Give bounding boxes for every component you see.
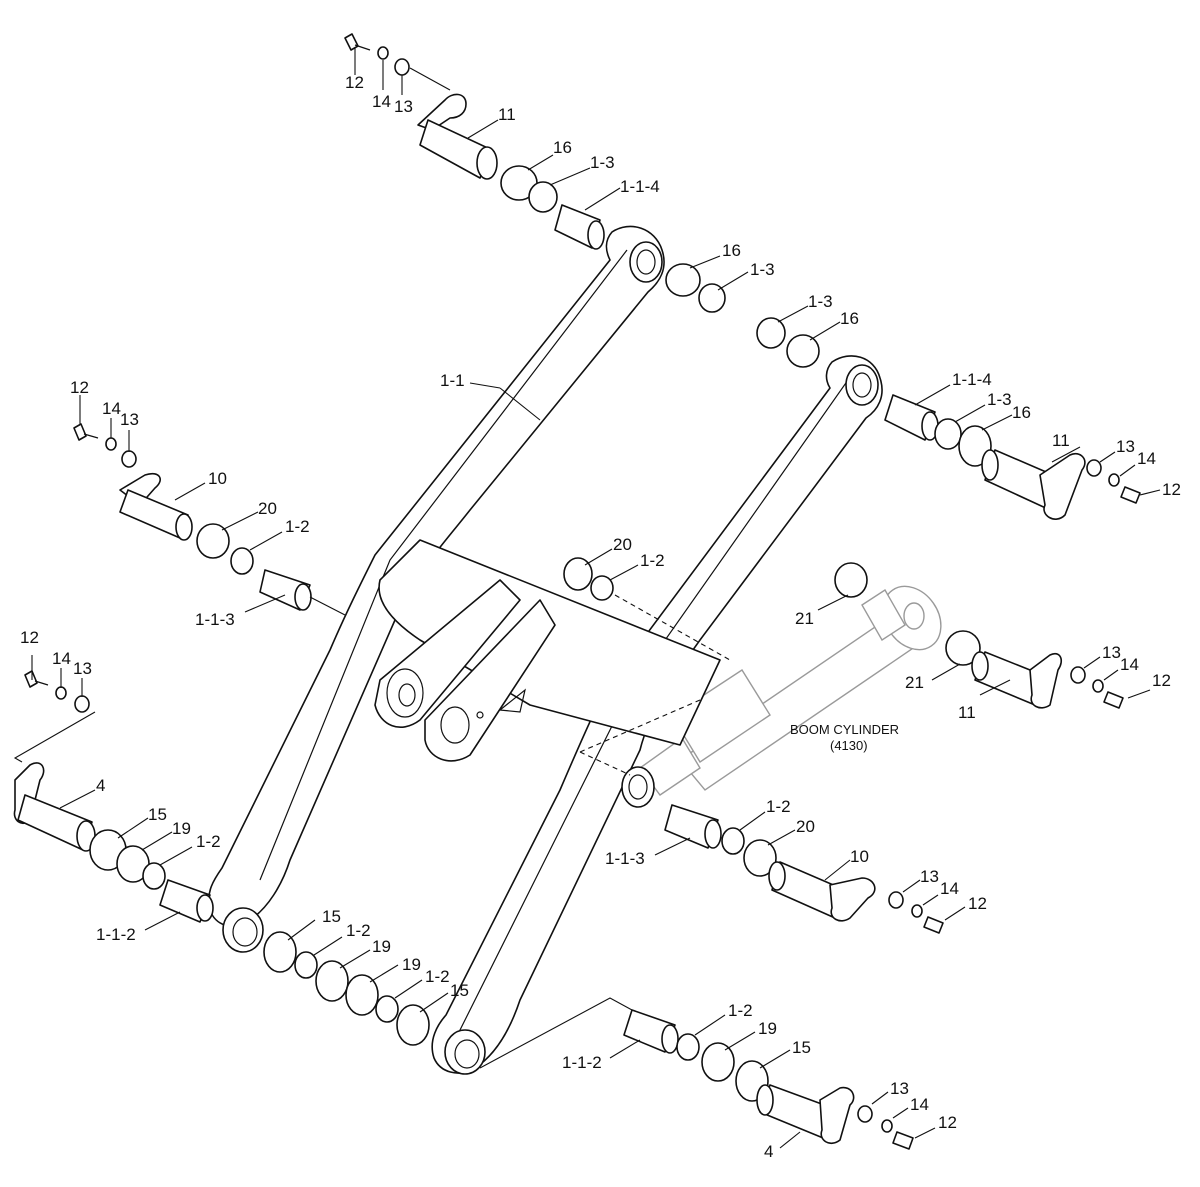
label-11: 11 — [958, 703, 976, 722]
label-1-1-3: 1-1-3 — [605, 849, 645, 868]
pin-group-left-10 — [73, 423, 312, 611]
note-boom-cylinder: BOOM CYLINDER — [790, 722, 899, 737]
label-20: 20 — [258, 499, 277, 518]
label-20: 20 — [796, 817, 815, 836]
label-11: 11 — [498, 105, 516, 124]
label-1-2: 1-2 — [425, 967, 450, 986]
label-13: 13 — [890, 1079, 909, 1098]
label-19: 19 — [172, 819, 191, 838]
label-14: 14 — [52, 649, 71, 668]
label-13: 13 — [394, 97, 413, 116]
label-4: 4 — [96, 776, 105, 795]
label-13: 13 — [1102, 643, 1121, 662]
label-12: 12 — [1152, 671, 1171, 690]
label-14: 14 — [102, 399, 121, 418]
label-1-2: 1-2 — [728, 1001, 753, 1020]
label-1-2: 1-2 — [766, 797, 791, 816]
label-12: 12 — [20, 628, 39, 647]
label-20: 20 — [613, 535, 632, 554]
boom-arm-left — [207, 225, 665, 953]
label-13: 13 — [120, 410, 139, 429]
center-rings — [563, 557, 614, 601]
label-1-3: 1-3 — [590, 153, 615, 172]
label-1-1: 1-1 — [440, 371, 465, 390]
label-15: 15 — [792, 1038, 811, 1057]
cross-member — [374, 539, 721, 762]
label-16: 16 — [553, 138, 572, 157]
label-19: 19 — [758, 1019, 777, 1038]
label-1-2: 1-2 — [285, 517, 310, 536]
label-4: 4 — [764, 1142, 773, 1161]
label-12: 12 — [1162, 480, 1181, 499]
label-21: 21 — [905, 673, 924, 692]
label-14: 14 — [1137, 449, 1156, 468]
label-13: 13 — [1116, 437, 1135, 456]
label-10: 10 — [208, 469, 227, 488]
pin-group-top-right — [756, 317, 1141, 520]
label-1-1-2: 1-1-2 — [562, 1053, 602, 1072]
label-14: 14 — [910, 1095, 929, 1114]
label-1-2: 1-2 — [640, 551, 665, 570]
label-12: 12 — [968, 894, 987, 913]
bottom-center-rings — [263, 931, 430, 1046]
label-15: 15 — [148, 805, 167, 824]
label-16: 16 — [840, 309, 859, 328]
label-16: 16 — [722, 241, 741, 260]
label-16: 16 — [1012, 403, 1031, 422]
pin-group-bottom-right-4 — [623, 1009, 914, 1150]
label-13: 13 — [73, 659, 92, 678]
label-1-2: 1-2 — [346, 921, 371, 940]
label-13: 13 — [920, 867, 939, 886]
pin-group-lower-center-10 — [664, 804, 944, 934]
label-21: 21 — [795, 609, 814, 628]
label-19: 19 — [372, 937, 391, 956]
pin-group-top-left — [344, 33, 726, 313]
label-15: 15 — [322, 907, 341, 926]
label-1-1-2: 1-1-2 — [96, 925, 136, 944]
label-19: 19 — [402, 955, 421, 974]
pin-group-lower-left-4 — [13, 670, 214, 923]
boom-cylinder-note: BOOM CYLINDER (4130) — [790, 722, 899, 753]
label-12: 12 — [345, 73, 364, 92]
label-1-1-3: 1-1-3 — [195, 610, 235, 629]
label-12: 12 — [70, 378, 89, 397]
note-boom-cylinder-ref: (4130) — [830, 738, 868, 753]
label-12: 12 — [938, 1113, 957, 1132]
label-1-1-4: 1-1-4 — [952, 370, 992, 389]
label-14: 14 — [372, 92, 391, 111]
label-14: 14 — [1120, 655, 1139, 674]
label-1-3: 1-3 — [808, 292, 833, 311]
callout-labels: 12 14 13 11 16 1-3 1-1-4 16 1-3 1-3 16 1… — [20, 73, 1181, 1161]
label-14: 14 — [940, 879, 959, 898]
label-1-2: 1-2 — [196, 832, 221, 851]
label-11: 11 — [1052, 431, 1070, 450]
label-15: 15 — [450, 981, 469, 1000]
boom-cylinder — [639, 585, 942, 796]
label-1-1-4: 1-1-4 — [620, 177, 660, 196]
leader-lines — [31, 48, 1161, 1149]
pin-group-cylinder — [834, 562, 1124, 709]
label-1-3: 1-3 — [987, 390, 1012, 409]
label-1-3: 1-3 — [750, 260, 775, 279]
label-10: 10 — [850, 847, 869, 866]
